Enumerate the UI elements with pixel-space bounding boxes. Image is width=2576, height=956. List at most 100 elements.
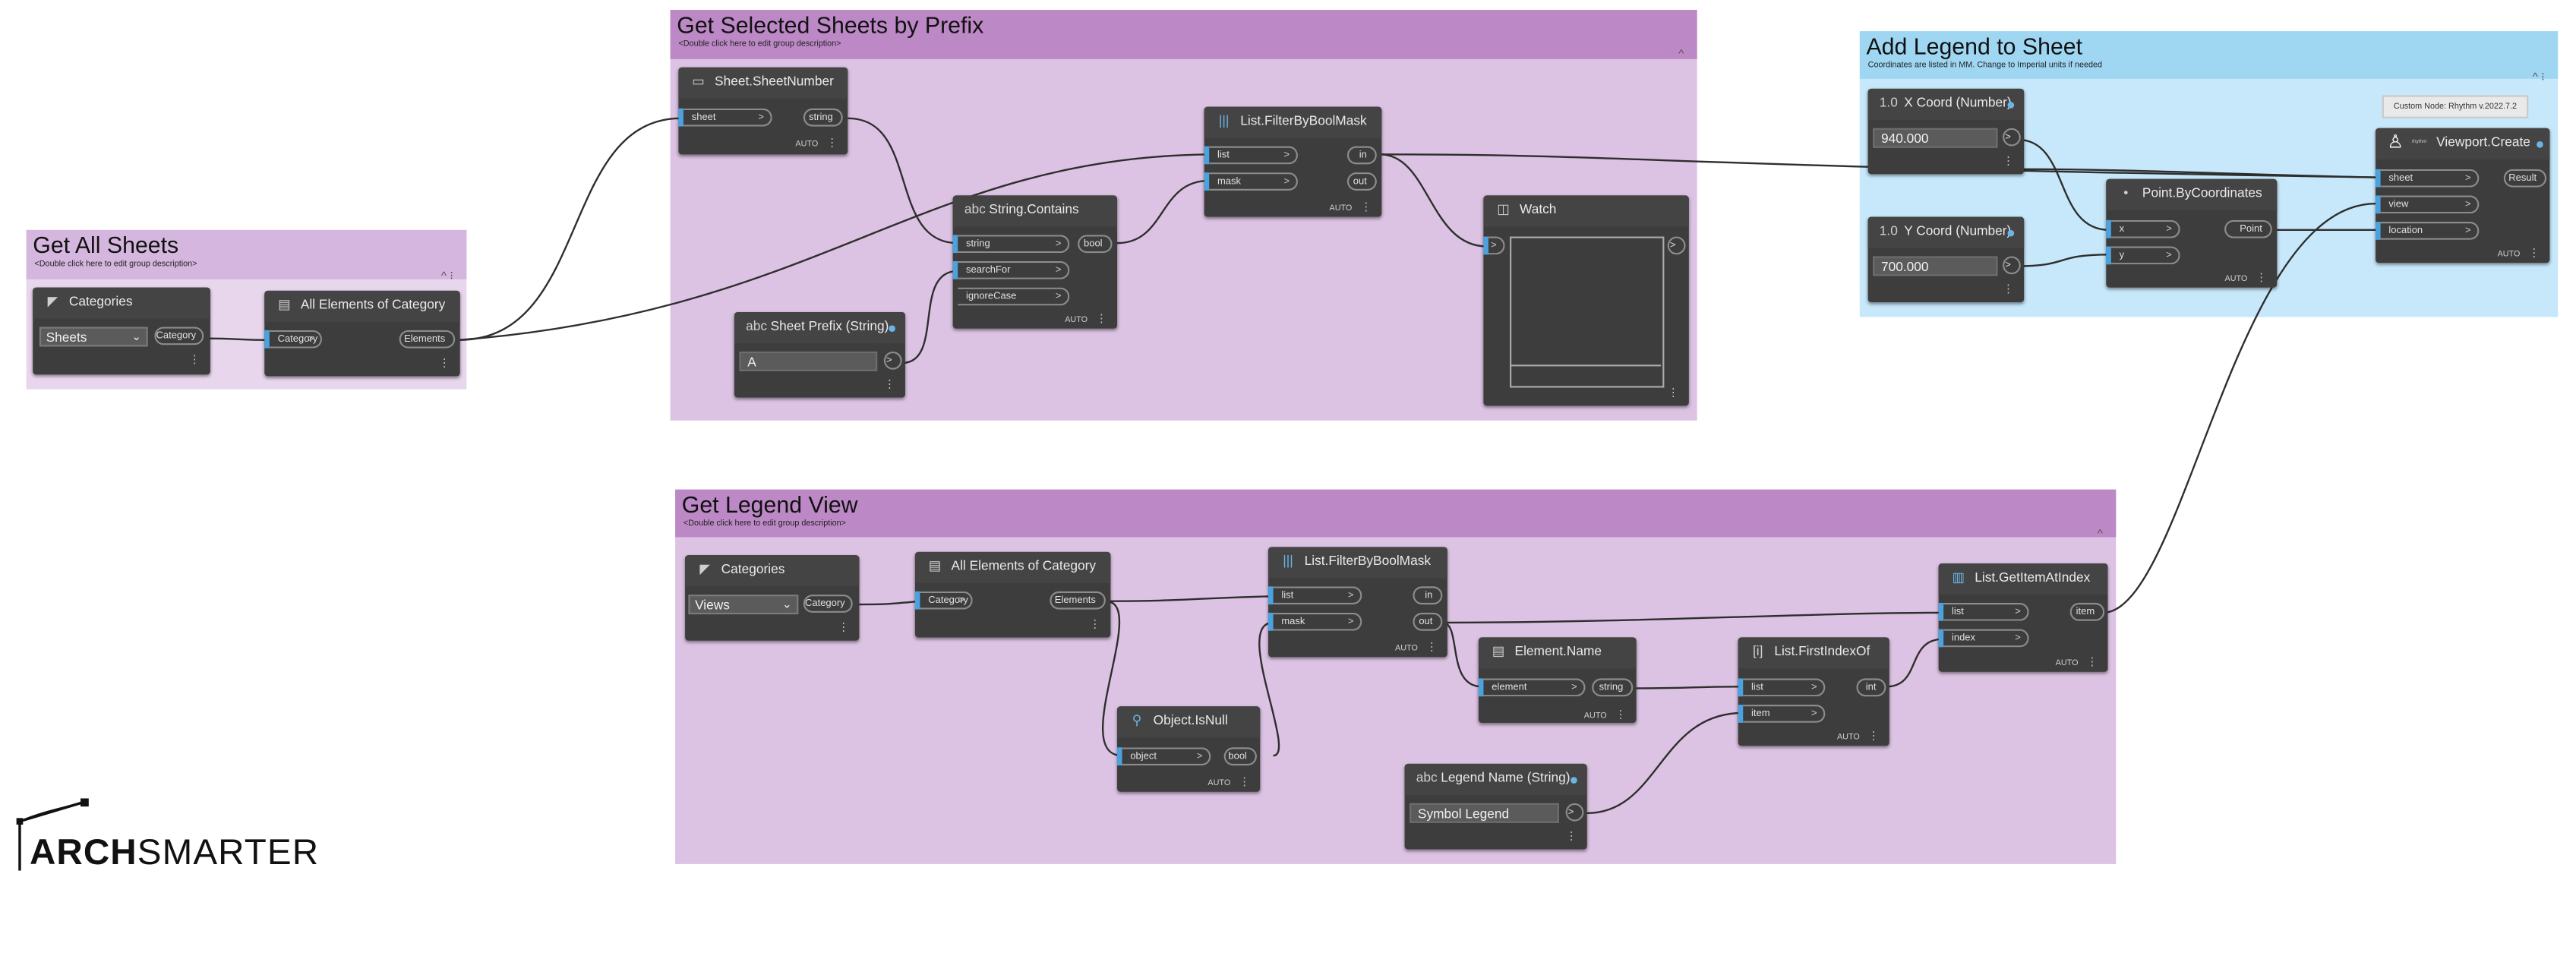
output-port[interactable]: bool (1223, 747, 1257, 766)
output-port[interactable]: Category (154, 327, 204, 345)
input-port[interactable]: mask (1273, 612, 1362, 633)
output-port[interactable]: Elements (399, 330, 456, 349)
node-list-getitematindex[interactable]: ▥ List.GetItemAtIndex list index item AU… (1938, 563, 2108, 672)
node-all-elements-of-category[interactable]: ▤ All Elements of Category Category Elem… (264, 290, 460, 377)
input-port[interactable]: Category (269, 330, 323, 350)
node-list-filterbyboolmask[interactable]: ||| List.FilterByBoolMask list mask in o… (1204, 106, 1382, 217)
collapse-chevron-icon[interactable]: ^ ⁝ (440, 270, 454, 283)
category-dropdown[interactable]: Sheets⌄ (39, 327, 148, 347)
output-port[interactable]: Point (2224, 219, 2272, 238)
input-port[interactable]: searchFor (958, 260, 1070, 281)
more-icon[interactable]: ⋮ (1565, 831, 1577, 843)
group-description[interactable]: <Double click here to edit group descrip… (683, 519, 846, 529)
node-x-coord[interactable]: 1.0 X Coord (Number) 940.000 > ⋮ (1867, 88, 2025, 175)
output-port[interactable]: int (1856, 678, 1886, 697)
lacing-label[interactable]: AUTO (1395, 644, 1418, 654)
lacing-label[interactable]: AUTO (1329, 204, 1353, 214)
input-port[interactable]: index (1943, 629, 2029, 648)
input-port[interactable]: location (2380, 222, 2480, 241)
more-icon[interactable]: ⋮ (1867, 730, 1880, 743)
more-icon[interactable]: ⋮ (2003, 156, 2015, 168)
more-icon[interactable]: ⋮ (1239, 777, 1251, 789)
input-port[interactable]: object (1122, 747, 1211, 767)
output-port[interactable]: > (1565, 803, 1584, 822)
input-port[interactable] (1488, 236, 1505, 256)
collapse-chevron-icon[interactable]: ^ (2097, 528, 2103, 541)
output-port[interactable]: out (1346, 172, 1377, 191)
input-port[interactable]: sheet (683, 108, 772, 128)
output-port[interactable]: item (2069, 602, 2105, 621)
input-port[interactable]: string (958, 235, 1070, 254)
output-port[interactable]: string (1592, 678, 1634, 697)
output-port[interactable]: Elements (1050, 591, 1106, 610)
input-port[interactable]: mask (1209, 172, 1298, 192)
input-port[interactable]: x (2110, 219, 2180, 240)
output-port[interactable]: > (2003, 256, 2021, 275)
output-port[interactable]: > (1667, 236, 1686, 255)
node-y-coord[interactable]: 1.0 Y Coord (Number) 700.000 > ⋮ (1867, 216, 2025, 303)
input-port[interactable]: Category (920, 591, 973, 611)
node-sheet-sheetnumber[interactable]: ▭ Sheet.SheetNumber sheet string AUTO ⋮ (678, 67, 848, 155)
node-legend-name[interactable]: abc Legend Name (String) Symbol Legend >… (1404, 763, 1587, 850)
input-port[interactable]: list (1273, 586, 1362, 606)
lacing-label[interactable]: AUTO (1836, 732, 1860, 743)
input-port[interactable]: ignoreCase (958, 287, 1070, 308)
output-port[interactable]: bool (1078, 235, 1113, 254)
output-port[interactable]: in (1413, 586, 1443, 605)
more-icon[interactable]: ⋮ (1095, 314, 1108, 326)
collapse-chevron-icon[interactable]: ^ ⁝ (2532, 72, 2545, 84)
node-point-bycoordinates[interactable]: • Point.ByCoordinates x y Point AUTO ⋮ (2106, 178, 2278, 288)
more-icon[interactable]: ⋮ (188, 355, 200, 367)
node-sheet-prefix[interactable]: abc Sheet Prefix (String) A > ⋮ (734, 312, 905, 398)
more-icon[interactable]: ⋮ (2528, 248, 2540, 260)
output-port[interactable]: string (803, 108, 843, 127)
input-port[interactable]: sheet (2380, 169, 2480, 189)
input-port[interactable]: list (1943, 602, 2029, 623)
watch-display[interactable] (1510, 236, 1665, 388)
lacing-label[interactable]: AUTO (1065, 315, 1088, 326)
more-icon[interactable]: ⋮ (883, 379, 895, 391)
output-port[interactable]: > (883, 351, 902, 370)
node-categories[interactable]: ◤ Categories Sheets⌄ Category ⋮ (33, 287, 210, 375)
node-element-name[interactable]: ▤ Element.Name element string AUTO ⋮ (1478, 637, 1637, 723)
group-description[interactable]: Coordinates are listed in MM. Change to … (1867, 61, 2103, 71)
more-icon[interactable]: ⋮ (1667, 387, 1679, 399)
node-list-filterbyboolmask[interactable]: ||| List.FilterByBoolMask list mask in o… (1268, 547, 1447, 658)
node-categories-views[interactable]: ◤ Categories Views⌄ Category ⋮ (685, 555, 860, 641)
number-input-field[interactable]: 700.000 (1873, 256, 1998, 276)
group-description[interactable]: <Double click here to edit group descrip… (34, 259, 197, 270)
lacing-label[interactable]: AUTO (2055, 658, 2079, 669)
lacing-label[interactable]: AUTO (1208, 778, 1231, 789)
node-viewport-create[interactable]: ♙ rhythm Viewport.Create sheet view loca… (2376, 128, 2550, 263)
node-object-isnull[interactable]: ⚲ Object.IsNull object bool AUTO ⋮ (1117, 706, 1261, 792)
node-watch[interactable]: ◫ Watch > ⋮ (1483, 195, 1689, 406)
output-port[interactable]: out (1413, 612, 1443, 631)
more-icon[interactable]: ⋮ (1089, 619, 1101, 631)
input-port[interactable]: list (1209, 146, 1298, 166)
string-input-field[interactable]: A (739, 351, 878, 371)
more-icon[interactable]: ⋮ (2256, 273, 2268, 285)
output-port[interactable]: Result (2503, 169, 2547, 188)
lacing-label[interactable]: AUTO (1583, 711, 1607, 721)
input-port[interactable]: y (2110, 246, 2180, 266)
input-port[interactable]: element (1483, 678, 1586, 698)
string-input-field[interactable]: Symbol Legend (1410, 803, 1559, 823)
node-string-contains[interactable]: abc String.Contains string searchFor ign… (952, 195, 1118, 329)
more-icon[interactable]: ⋮ (1615, 709, 1627, 721)
category-dropdown[interactable]: Views⌄ (688, 595, 799, 615)
collapse-chevron-icon[interactable]: ^ (1678, 49, 1684, 62)
lacing-label[interactable]: AUTO (2224, 274, 2248, 285)
number-input-field[interactable]: 940.000 (1873, 128, 1998, 148)
more-icon[interactable]: ⋮ (2003, 284, 2015, 296)
node-list-firstindexof[interactable]: [i] List.FirstIndexOf list item int AUTO… (1738, 637, 1889, 746)
more-icon[interactable]: ⋮ (2086, 657, 2098, 669)
node-all-elements-of-category[interactable]: ▤ All Elements of Category Category Elem… (914, 551, 1111, 638)
more-icon[interactable]: ⋮ (1360, 202, 1372, 214)
output-port[interactable]: > (2003, 128, 2021, 147)
input-port[interactable]: list (1743, 678, 1826, 698)
output-port[interactable]: in (1346, 146, 1377, 165)
lacing-label[interactable]: AUTO (795, 139, 819, 150)
output-port[interactable]: Category (803, 595, 853, 613)
more-icon[interactable]: ⋮ (1425, 642, 1438, 654)
